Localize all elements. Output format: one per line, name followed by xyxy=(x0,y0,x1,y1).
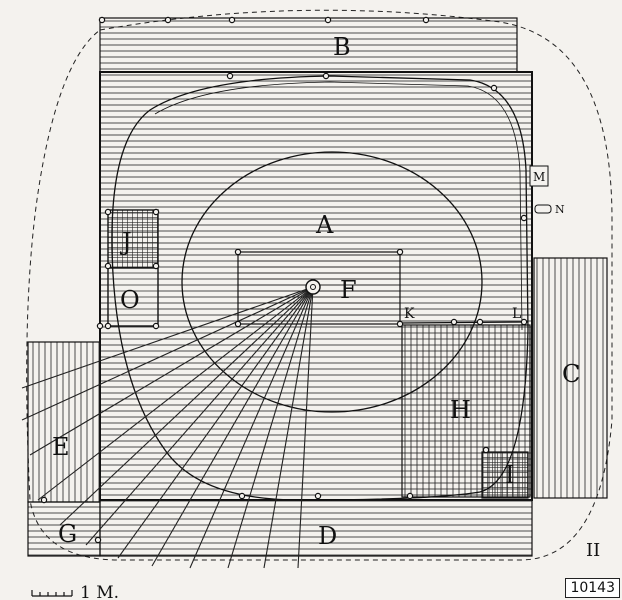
fastener-dot xyxy=(422,16,430,24)
fastener-dots xyxy=(40,16,528,544)
radiating-line xyxy=(117,286,314,559)
label-k: K xyxy=(404,306,415,322)
inner-oval-track xyxy=(181,151,483,413)
fastener-dot xyxy=(396,248,404,256)
fastener-dot xyxy=(520,214,528,222)
fastener-dot xyxy=(98,16,106,24)
label-e: E xyxy=(52,433,70,461)
fastener-dot xyxy=(96,322,104,330)
fastener-dot xyxy=(396,320,404,328)
area-j xyxy=(107,209,159,269)
area-i xyxy=(481,451,529,499)
marker-n xyxy=(534,204,552,214)
radiating-line xyxy=(189,286,314,569)
fastener-dot xyxy=(94,536,102,544)
label-i: I xyxy=(505,461,514,489)
fastener-dot xyxy=(322,72,330,80)
fastener-dot xyxy=(314,492,322,500)
fastener-dot xyxy=(104,322,112,330)
fastener-dot xyxy=(152,208,160,216)
scale-bar xyxy=(31,590,73,597)
radiating-line xyxy=(59,286,314,526)
area-g xyxy=(27,501,101,557)
label-f: F xyxy=(340,276,357,304)
label-l: L xyxy=(512,306,521,322)
fastener-dot xyxy=(238,492,246,500)
radiating-line xyxy=(297,286,314,569)
fastener-dot xyxy=(482,446,490,454)
area-d xyxy=(99,499,533,557)
label-d: D xyxy=(318,522,337,550)
center-hub xyxy=(305,279,321,295)
fastener-dot xyxy=(226,72,234,80)
radiating-line xyxy=(37,286,314,501)
scale-label: 1 M. xyxy=(80,583,119,600)
radiating-line xyxy=(227,286,314,569)
label-b: B xyxy=(333,33,351,61)
fastener-dot xyxy=(152,262,160,270)
radiating-line xyxy=(151,286,314,567)
fastener-dot xyxy=(152,322,160,330)
fastener-dot xyxy=(450,318,458,326)
fastener-dot xyxy=(164,16,172,24)
fastener-dot xyxy=(324,16,332,24)
fastener-dot xyxy=(490,84,498,92)
fastener-dot xyxy=(406,492,414,500)
fastener-dot xyxy=(104,262,112,270)
figure-number: II xyxy=(586,540,600,561)
fastener-dot xyxy=(228,16,236,24)
area-m xyxy=(529,165,549,187)
radiating-lines xyxy=(21,286,314,569)
fastener-dot xyxy=(476,318,484,326)
area-b xyxy=(99,17,518,73)
label-c: C xyxy=(562,360,580,388)
fastener-dot xyxy=(40,496,48,504)
radiating-line xyxy=(85,286,314,546)
radiating-line xyxy=(21,286,314,421)
radiating-line xyxy=(29,286,314,456)
fastener-dot xyxy=(104,208,112,216)
fastener-dot xyxy=(234,248,242,256)
area-c xyxy=(533,257,608,499)
k-l-line xyxy=(399,321,529,324)
radiating-line xyxy=(21,286,314,389)
label-h: H xyxy=(450,396,471,424)
fastener-dot xyxy=(520,318,528,326)
label-o: O xyxy=(120,286,140,314)
label-a: A xyxy=(315,211,334,239)
area-e xyxy=(27,341,101,503)
radiating-line xyxy=(263,286,314,569)
plate-number: 10143 xyxy=(565,578,620,598)
label-m: M xyxy=(533,170,545,184)
label-n: N xyxy=(555,203,565,216)
outer-oval-track xyxy=(111,75,529,501)
fastener-dot xyxy=(234,320,242,328)
label-g: G xyxy=(58,520,77,548)
label-j: J xyxy=(119,228,132,256)
